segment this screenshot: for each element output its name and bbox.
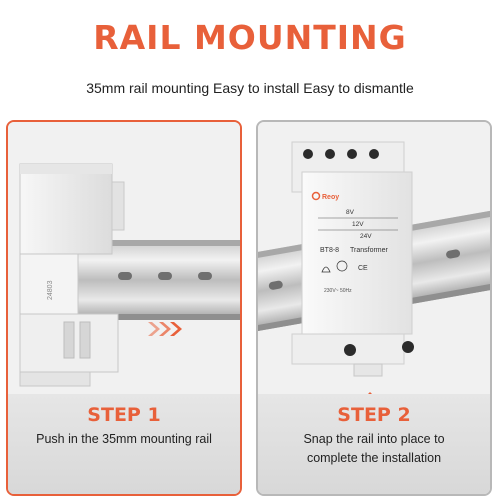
step-1-description-line: Push in the 35mm mounting rail: [36, 432, 212, 446]
terminal-screw: [303, 149, 313, 159]
step-1-caption-area: [8, 394, 240, 494]
brand-logo-icon: [311, 191, 321, 201]
step-1-illustration: 24803: [8, 122, 240, 394]
terminal-screw: [369, 149, 379, 159]
step-1-description: Push in the 35mm mounting rail: [8, 430, 240, 449]
device-side-view: 24803: [19, 163, 125, 387]
voltage-label-24v: 24V: [360, 233, 372, 240]
terminal-screw: [402, 341, 414, 353]
step-2-panel: Reoy 8V 12V 24V BT8-8 Transformer CE 230…: [256, 120, 492, 496]
arrow-right-icon: [148, 322, 182, 336]
voltage-label-12v: 12V: [352, 221, 364, 228]
rating-label: 230V~ 50Hz: [324, 288, 352, 294]
step-2-description: Snap the rail into place to complete the…: [258, 430, 490, 468]
terminal-screw: [347, 149, 357, 159]
step-1-title: STEP 1: [87, 404, 161, 426]
transformer-device: Reoy 8V 12V 24V BT8-8 Transformer CE 230…: [291, 141, 414, 377]
ce-mark: CE: [358, 265, 368, 272]
step-2-description-line-1: Snap the rail into place to: [303, 432, 445, 446]
step-2-caption-area: [258, 394, 490, 494]
bell-icon: [321, 266, 331, 273]
step-2-description-line-2: complete the installation: [306, 451, 442, 465]
brand-name: Reoy: [322, 194, 339, 201]
step-2-illustration: Reoy 8V 12V 24V BT8-8 Transformer CE 230…: [258, 122, 490, 424]
device-code: 24803: [47, 280, 54, 300]
terminal-screw: [325, 149, 335, 159]
model-label: BT8-8: [320, 247, 339, 254]
page-title: RAIL MOUNTING: [93, 18, 407, 57]
step-2-title: STEP 2: [337, 404, 411, 426]
type-label: Transformer: [350, 247, 389, 254]
terminal-screw: [344, 344, 356, 356]
step-1-panel: 24803 STEP 1 Push in the 35mm mounting r…: [6, 120, 242, 496]
safety-mark-icon: [336, 260, 348, 272]
voltage-label-8v: 8V: [346, 209, 355, 216]
page-subtitle: 35mm rail mounting Easy to install Easy …: [86, 80, 414, 96]
